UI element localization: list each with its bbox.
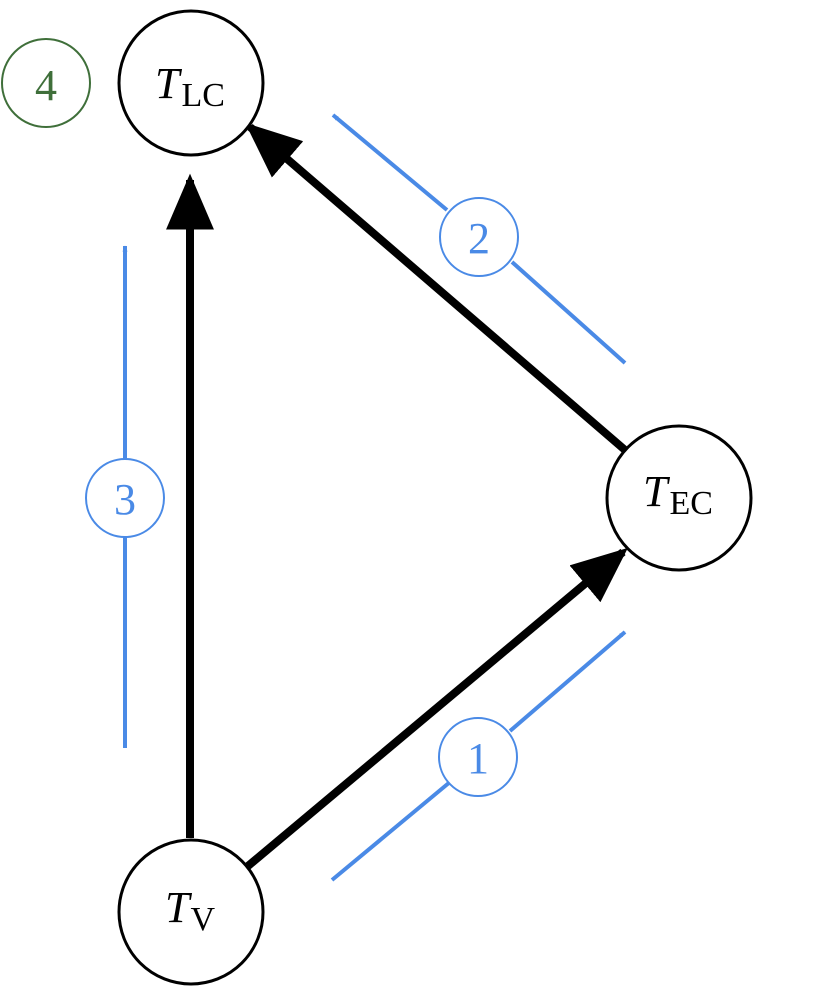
step-1-label: 1 (467, 734, 489, 783)
step-2-badge: 2 (439, 197, 519, 277)
svg-text:TEC: TEC (643, 467, 713, 522)
edge-ec-to-lc (245, 122, 628, 454)
step-1-arrow-tail (330, 780, 452, 882)
node-t-lc-subscript: LC (182, 77, 225, 114)
edge-v-to-ec (245, 547, 628, 870)
svg-text:TLC: TLC (155, 59, 225, 114)
step-1-arrow-head (508, 630, 627, 733)
node-t-lc: TLC (117, 9, 265, 157)
step-2-arrow-tail (510, 260, 627, 365)
node-t-ec-symbol: T (643, 467, 671, 516)
step-3-label: 3 (114, 475, 136, 524)
step-1-badge: 1 (438, 717, 518, 797)
step-4-badge: 4 (1, 38, 91, 128)
node-t-lc-symbol: T (155, 59, 183, 108)
step-2-arrow-head (331, 113, 449, 212)
step-4-label: 4 (35, 61, 57, 110)
step-2-label: 2 (468, 214, 490, 263)
node-t-ec: TEC (605, 424, 753, 572)
node-t-v: TV (117, 838, 265, 986)
node-t-v-symbol: T (165, 883, 193, 932)
node-t-v-subscript: V (190, 901, 215, 938)
node-t-ec-subscript: EC (670, 485, 713, 522)
svg-text:TV: TV (165, 883, 215, 938)
step-3-badge: 3 (85, 458, 165, 538)
